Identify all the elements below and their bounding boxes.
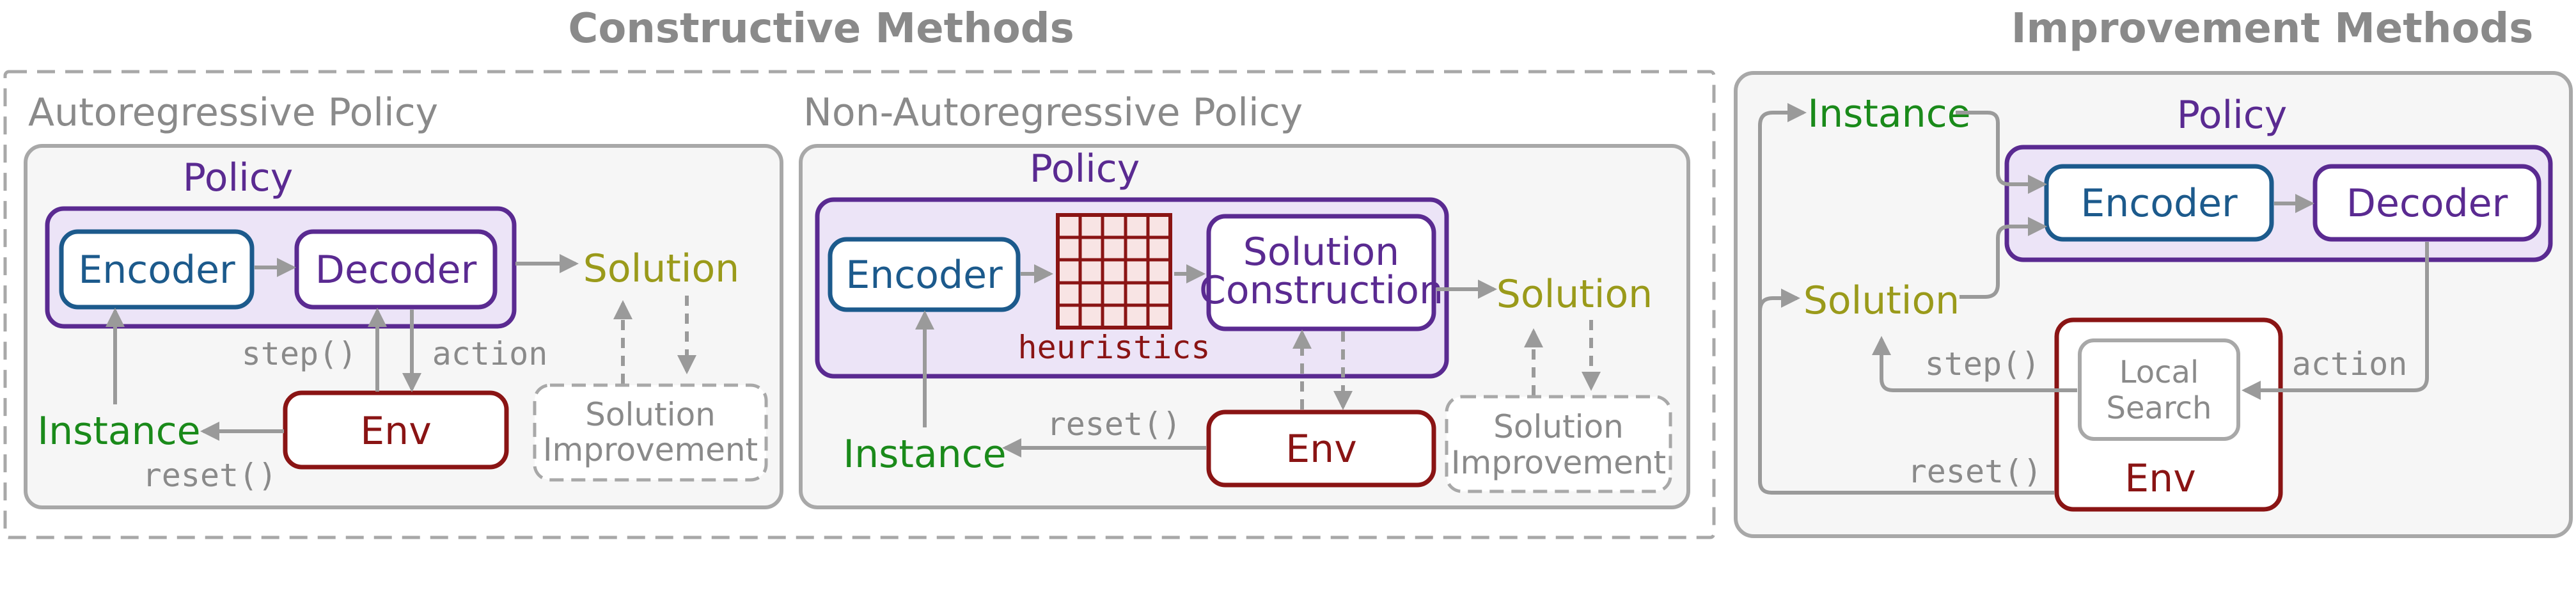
improvement-methods-header: Improvement Methods [2011,5,2534,52]
nar-env-label: Env [1285,427,1356,472]
nar-construction-line2: Construction [1199,268,1443,313]
imp-decoder-label: Decoder [2346,181,2508,226]
nar-instance-label: Instance [843,432,1006,477]
imp-env-to-solution-step-arrow [1872,336,2077,392]
ar-env-box [283,390,509,470]
heuristics-label: heuristics [1017,329,1210,366]
imp-step-label: step() [1925,346,2041,383]
imp-instance-label: Instance [1807,91,1970,136]
ar-encoder-label: Encoder [78,248,235,292]
heuristics-matrix [1056,213,1172,330]
imp-action-label: action [2292,346,2408,383]
ar-improvement-line2: Improvement [543,431,758,468]
nar-encoder-label: Encoder [845,253,1003,298]
ar-instance-label: Instance [37,409,200,454]
imp-local-search-line1: Local [2119,354,2199,390]
nar-construction-line1: Solution [1243,230,1399,274]
nar-solution-improvement-box [1445,395,1672,493]
imp-solution-label: Solution [1803,278,1959,323]
nar-construction-box [1206,214,1436,331]
constructive-methods-header: Constructive Methods [568,5,1074,52]
ar-solution-label: Solution [583,246,739,291]
nar-policy-label: Policy [1030,147,1140,191]
imp-local-search-box [2078,338,2240,441]
imp-reset-label: reset() [1908,453,2043,490]
nar-solution-label: Solution [1496,272,1653,317]
imp-reset-to-solution-arrow [1758,289,1800,312]
imp-solution-to-encoder-arrow [1959,217,2047,299]
ar-env-label: Env [360,409,431,454]
imp-local-search-line2: Search [2107,390,2212,426]
nonautoregressive-title: Non-Autoregressive Policy [803,90,1303,135]
nar-encoder-box [828,237,1021,312]
imp-encoder-box [2044,164,2274,242]
ar-step-label: step() [242,335,357,372]
imp-policy-label: Policy [2177,93,2288,138]
ar-reset-label: reset() [143,457,278,494]
ar-solution-improvement-box [533,383,768,482]
ar-action-label: action [432,335,548,372]
ar-policy-label: Policy [183,155,294,200]
ar-decoder-box [294,229,498,310]
imp-env-label: Env [2124,456,2195,501]
imp-instance-to-encoder-arrow [1956,111,2047,194]
ar-decoder-label: Decoder [315,248,477,292]
nar-env-box [1206,409,1436,488]
imp-decoder-to-env-action-arrow [2242,242,2429,400]
ar-encoder-box [59,229,255,310]
nar-reset-label: reset() [1047,406,1182,443]
nar-improvement-line1: Solution [1493,408,1624,445]
ar-improvement-line1: Solution [585,396,716,433]
imp-encoder-label: Encoder [2080,181,2238,226]
autoregressive-title: Autoregressive Policy [28,90,438,135]
nar-improvement-line2: Improvement [1451,444,1666,481]
constructive-frame [3,70,1716,539]
imp-decoder-box [2313,164,2541,242]
